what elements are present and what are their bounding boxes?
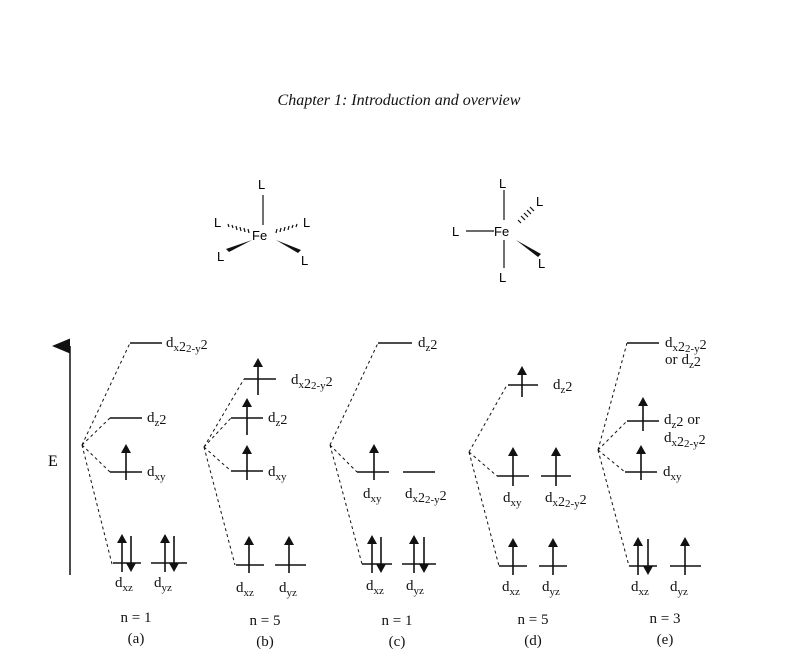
- spin-up-arrow: [517, 366, 527, 375]
- spin-up-arrow: [369, 444, 379, 453]
- spin-up-arrow: [253, 358, 263, 367]
- label-dxz-b: dxz: [236, 580, 254, 599]
- spin-up-arrow: [409, 535, 419, 544]
- label-dx2y2-e2: dx22-y2: [664, 430, 706, 450]
- caption-d: (d): [524, 633, 542, 649]
- spin-down-arrow: [376, 564, 386, 573]
- spin-up-arrow: [121, 444, 131, 453]
- ligand-lower-right: L: [538, 256, 545, 271]
- spin-up-arrow: [636, 445, 646, 454]
- label-dxy-d: dxy: [503, 490, 522, 509]
- electron-arrows: [117, 358, 690, 575]
- label-dyz-e: dyz: [670, 579, 688, 598]
- label-dxz-e: dxz: [631, 579, 649, 598]
- diagram-c: [329, 342, 436, 565]
- chapter-header: Chapter 1: Introduction and overview: [277, 92, 521, 109]
- label-dyz-d: dyz: [542, 579, 560, 598]
- metal-fe-left: Fe: [252, 228, 267, 243]
- spin-up-arrow: [508, 538, 518, 547]
- n-label-a: n = 1: [121, 610, 152, 626]
- label-dyz-b: dyz: [279, 580, 297, 599]
- ligand-top-left-structure: L: [258, 177, 265, 192]
- spin-down-arrow: [169, 563, 179, 572]
- label-dz2-a: dz2: [147, 410, 166, 429]
- label-dx2y2-e: dx22-y2: [665, 335, 707, 355]
- ligand-bottom: L: [499, 270, 506, 285]
- n-label-e: n = 3: [650, 611, 681, 627]
- n-label-c: n = 1: [382, 613, 413, 629]
- spin-up-arrow: [244, 536, 254, 545]
- spin-down-arrow: [419, 564, 429, 573]
- diagram-b: [203, 378, 306, 566]
- ligand-bottom-left: L: [217, 249, 224, 264]
- ligand-bottom-right: L: [301, 253, 308, 268]
- spin-up-arrow: [284, 536, 294, 545]
- ligand-upper-right: L: [536, 194, 543, 209]
- label-dxz-c: dxz: [366, 578, 384, 597]
- spin-down-arrow: [643, 566, 653, 575]
- caption-a: (a): [128, 631, 145, 647]
- label-dz2-c: dz2: [418, 335, 437, 354]
- ligand-left-right-structure: L: [452, 224, 459, 239]
- diagram-e: [597, 342, 701, 567]
- spin-up-arrow: [638, 397, 648, 406]
- ligand-right: L: [303, 215, 310, 230]
- structure-right: L L L Fe L L: [452, 176, 545, 285]
- spin-up-arrow: [367, 535, 377, 544]
- caption-b: (b): [256, 634, 274, 650]
- spin-up-arrow: [117, 534, 127, 543]
- spin-up-arrow: [548, 538, 558, 547]
- spin-up-arrow: [242, 445, 252, 454]
- spin-down-arrow: [126, 563, 136, 572]
- n-label-d: n = 5: [518, 612, 549, 628]
- label-dxy-b: dxy: [268, 464, 287, 483]
- label-dxy-a: dxy: [147, 464, 166, 483]
- orbital-labels: dx22-y2 dz2 dxy dxz dyz dx22-y2 dz2 dxy …: [115, 335, 707, 599]
- spin-up-arrow: [242, 398, 252, 407]
- label-dz2-b: dz2: [268, 410, 287, 429]
- label-dx2y2-d: dx22-y2: [545, 490, 587, 510]
- label-dx2y2-c: dx22-y2: [405, 486, 447, 506]
- spin-up-arrow: [160, 534, 170, 543]
- label-dxy-e: dxy: [663, 464, 682, 483]
- caption-e: (e): [657, 632, 674, 648]
- metal-fe-right: Fe: [494, 224, 509, 239]
- label-dyz-c: dyz: [406, 578, 424, 597]
- ligand-left: L: [214, 215, 221, 230]
- diagram-a: [81, 342, 187, 565]
- label-dx2y2-a: dx22-y2: [166, 335, 208, 355]
- label-dx2y2-b: dx22-y2: [291, 372, 333, 392]
- spin-up-arrow: [633, 537, 643, 546]
- spin-up-arrow: [680, 537, 690, 546]
- label-dyz-a: dyz: [154, 575, 172, 594]
- spin-up-arrow: [508, 447, 518, 456]
- spin-up-arrow: [551, 447, 561, 456]
- label-dxz-a: dxz: [115, 575, 133, 594]
- captions: n = 1 (a) n = 5 (b) n = 1 (c) n = 5 (d) …: [121, 610, 681, 650]
- energy-axis: E: [48, 338, 71, 575]
- n-label-b: n = 5: [250, 613, 281, 629]
- label-dxz-d: dxz: [502, 579, 520, 598]
- label-dz2-d: dz2: [553, 377, 572, 396]
- energy-axis-label: E: [48, 453, 58, 470]
- label-dxy-c: dxy: [363, 486, 382, 505]
- structure-left: L L L Fe L L: [214, 177, 310, 268]
- ligand-top-right-structure: L: [499, 176, 506, 191]
- caption-c: (c): [389, 634, 406, 650]
